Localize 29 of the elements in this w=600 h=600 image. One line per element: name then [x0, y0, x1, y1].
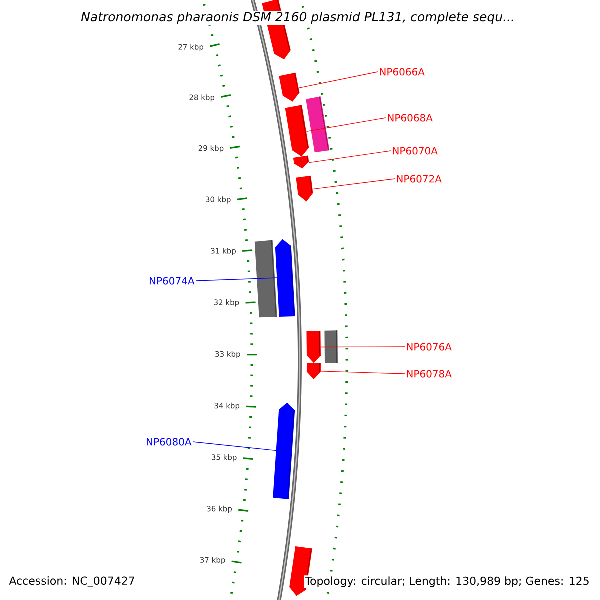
feature-bar [254, 240, 278, 318]
gene-label: NP6080A [147, 438, 192, 446]
leader-line [192, 442, 278, 452]
gene-feature [275, 239, 296, 317]
gene-label: NP6070A [393, 147, 438, 155]
gene-feature [306, 362, 321, 380]
gene-feature [273, 402, 296, 500]
topology-text: Topology: circular; Length: 130,989 bp; Genes: 125 [304, 576, 591, 588]
title: Natronomonas pharaonis DSM 2160 plasmid PL131, complete sequ... [80, 10, 516, 26]
leader-line [196, 278, 278, 282]
leader-line [312, 178, 396, 190]
gene-feature [306, 330, 321, 364]
gene-feature [279, 72, 300, 102]
leader-line [320, 346, 406, 348]
accession-text: Accession: NC_007427 [8, 576, 136, 588]
gene-feature [293, 156, 310, 169]
gene-feature [296, 176, 314, 202]
leader-line [306, 118, 386, 132]
gene-label: NP6074A [150, 277, 195, 285]
gene-label: NP6076A [407, 343, 452, 351]
feature-bar [306, 96, 330, 153]
leader-line [309, 150, 392, 164]
gene-label: NP6072A [397, 175, 442, 183]
leader-line [298, 72, 378, 89]
leader-line [320, 371, 406, 374]
feature-bar [324, 330, 338, 364]
gene-label: NP6066A [380, 68, 425, 76]
gene-label: NP6068A [388, 114, 433, 122]
gene-label: NP6078A [407, 370, 452, 378]
